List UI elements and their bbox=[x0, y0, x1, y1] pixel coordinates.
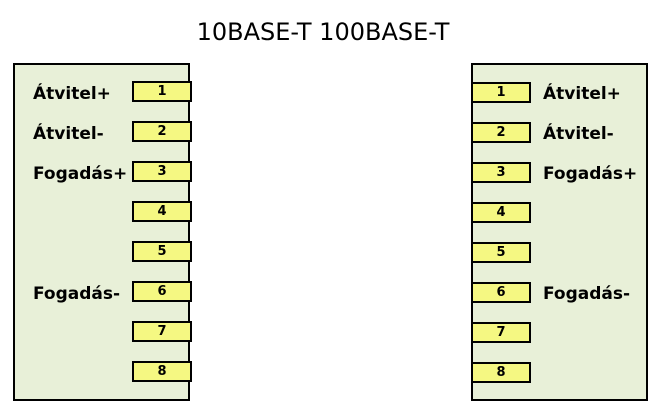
left-pin-3: 3 bbox=[132, 161, 192, 182]
right-connector bbox=[471, 63, 648, 401]
left-connector bbox=[13, 63, 190, 401]
left-pin-7: 7 bbox=[132, 321, 192, 342]
left-label-pin1: Átvitel+ bbox=[33, 84, 111, 104]
left-pin-1: 1 bbox=[132, 81, 192, 102]
left-label-pin2: Átvitel- bbox=[33, 124, 104, 144]
right-pin-8: 8 bbox=[471, 362, 531, 383]
left-pin-6: 6 bbox=[132, 281, 192, 302]
right-pin-4: 4 bbox=[471, 202, 531, 223]
right-pin-5: 5 bbox=[471, 242, 531, 263]
left-pin-4: 4 bbox=[132, 201, 192, 222]
left-pin-5: 5 bbox=[132, 241, 192, 262]
right-label-pin3: Fogadás+ bbox=[543, 164, 638, 184]
right-pin-7: 7 bbox=[471, 322, 531, 343]
left-label-pin6: Fogadás- bbox=[33, 284, 121, 304]
left-pin-2: 2 bbox=[132, 121, 192, 142]
right-pin-1: 1 bbox=[471, 82, 531, 103]
right-label-pin1: Átvitel+ bbox=[543, 84, 621, 104]
right-pin-2: 2 bbox=[471, 122, 531, 143]
right-label-pin6: Fogadás- bbox=[543, 284, 631, 304]
left-label-pin3: Fogadás+ bbox=[33, 164, 128, 184]
left-pin-8: 8 bbox=[132, 361, 192, 382]
right-label-pin2: Átvitel- bbox=[543, 124, 614, 144]
right-pin-3: 3 bbox=[471, 162, 531, 183]
right-pin-6: 6 bbox=[471, 282, 531, 303]
diagram-title: 10BASE-T 100BASE-T bbox=[196, 18, 450, 46]
